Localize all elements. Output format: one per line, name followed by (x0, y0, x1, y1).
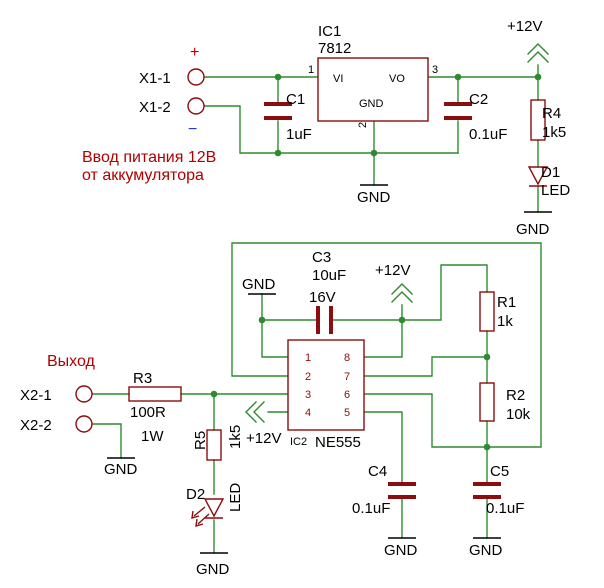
capacitor-c4: C4 0.1uF (352, 463, 416, 517)
resistor-r5: R5 1k5 (192, 425, 244, 461)
power-supply-section: X1-1 X1-2 + − Ввод питания 12В от аккуму… (82, 18, 570, 238)
svg-text:C1: C1 (286, 91, 305, 108)
svg-text:7812: 7812 (318, 40, 351, 57)
svg-text:R4: R4 (542, 105, 561, 122)
capacitor-c5: C5 0.1uF (473, 463, 524, 517)
svg-text:1: 1 (308, 64, 314, 76)
svg-text:1: 1 (305, 352, 311, 364)
svg-text:2: 2 (305, 371, 311, 383)
minus-sign: − (188, 121, 197, 138)
svg-text:R2: R2 (506, 387, 525, 404)
svg-text:IC2: IC2 (290, 436, 307, 448)
connector-x1-1: X1-1 (139, 68, 205, 87)
svg-text:LED: LED (227, 483, 244, 512)
svg-text:+12V: +12V (507, 18, 542, 35)
regulator-ic1: IC1 7812 VI VO GND 1 3 2 (308, 23, 438, 128)
svg-text:IC1: IC1 (318, 23, 341, 40)
gnd-symbol-c5: GND (469, 537, 503, 559)
svg-text:4: 4 (305, 407, 311, 419)
svg-text:0.1uF: 0.1uF (486, 500, 524, 517)
svg-text:GND: GND (359, 98, 384, 110)
svg-text:GND: GND (469, 542, 503, 559)
vcc-12v-symbol-timer-left: +12V (245, 401, 281, 447)
svg-text:X1-1: X1-1 (139, 70, 171, 87)
svg-text:LED: LED (541, 182, 570, 199)
power-input-title-line1: Ввод питания 12В (82, 149, 216, 166)
svg-text:+12V: +12V (246, 430, 281, 447)
svg-text:X1-2: X1-2 (139, 99, 171, 116)
timer-section: Выход X2-1 X2-2 R3 100R 1W R5 1k5 (20, 242, 542, 578)
resistor-r2: R2 10k (479, 382, 531, 423)
svg-text:10k: 10k (506, 406, 531, 423)
svg-text:+12V: +12V (375, 262, 410, 279)
svg-text:R1: R1 (497, 294, 516, 311)
plus-sign: + (190, 44, 199, 61)
svg-text:C4: C4 (368, 463, 387, 480)
vcc-12v-symbol-timer-top: +12V (375, 262, 413, 303)
svg-text:1k5: 1k5 (227, 425, 244, 449)
led-d1: D1 LED (527, 164, 570, 199)
svg-text:0.1uF: 0.1uF (469, 126, 507, 143)
gnd-symbol-output: GND (104, 457, 138, 478)
capacitor-c2: C2 0.1uF (444, 91, 507, 143)
timer-ic2-ne555: 1 2 3 4 8 7 6 5 IC2 NE555 (287, 339, 365, 451)
led-d2: D2 LED (186, 483, 244, 527)
resistor-r1: R1 1k (479, 291, 516, 332)
svg-text:1k5: 1k5 (542, 124, 566, 141)
gnd-symbol-ic1: GND (357, 184, 391, 206)
svg-text:R3: R3 (133, 370, 152, 387)
svg-text:6: 6 (344, 389, 350, 401)
gnd-symbol-d1: GND (516, 211, 552, 238)
svg-text:GND: GND (242, 276, 276, 293)
svg-text:GND: GND (384, 542, 418, 559)
output-title: Выход (47, 353, 96, 370)
svg-text:1uF: 1uF (286, 126, 312, 143)
timer-wires (92, 242, 542, 554)
svg-text:C3: C3 (312, 249, 331, 266)
resistor-r4: R4 1k5 (530, 99, 566, 141)
capacitor-c3: C3 10uF 16V (309, 249, 346, 334)
connector-x1-2: X1-2 (139, 97, 205, 116)
svg-text:10uF: 10uF (312, 267, 346, 284)
svg-text:R5: R5 (192, 431, 209, 450)
svg-text:7: 7 (344, 371, 350, 383)
svg-text:GND: GND (357, 189, 391, 206)
svg-text:D1: D1 (541, 164, 560, 181)
svg-text:GND: GND (104, 461, 138, 478)
svg-text:GND: GND (196, 561, 230, 578)
svg-text:5: 5 (344, 407, 350, 419)
power-input-title-line2: от аккумулятора (82, 167, 204, 184)
svg-text:C2: C2 (469, 91, 488, 108)
svg-text:VI: VI (333, 73, 343, 85)
svg-text:3: 3 (432, 64, 438, 76)
svg-text:0.1uF: 0.1uF (352, 500, 390, 517)
svg-text:GND: GND (516, 221, 550, 238)
svg-text:X2-1: X2-1 (20, 387, 52, 404)
gnd-symbol-d2: GND (196, 552, 230, 578)
svg-text:2: 2 (357, 122, 369, 128)
svg-text:3: 3 (305, 389, 311, 401)
svg-text:1W: 1W (141, 428, 164, 445)
svg-text:1k: 1k (497, 313, 513, 330)
connector-x2-1: X2-1 (20, 385, 93, 404)
svg-text:16V: 16V (309, 289, 336, 306)
resistor-r3: R3 100R 1W (128, 370, 182, 445)
svg-text:X2-2: X2-2 (20, 417, 52, 434)
capacitor-c1: C1 1uF (264, 91, 312, 143)
svg-text:100R: 100R (130, 404, 166, 421)
svg-text:VO: VO (389, 73, 405, 85)
power-wires (204, 64, 542, 213)
svg-text:C5: C5 (490, 463, 509, 480)
svg-text:8: 8 (344, 352, 350, 364)
svg-text:D2: D2 (186, 486, 205, 503)
vcc-12v-symbol-top: +12V (507, 18, 549, 63)
connector-x2-2: X2-2 (20, 415, 93, 434)
gnd-symbol-timer-top: GND (242, 276, 276, 295)
gnd-symbol-c4: GND (384, 537, 418, 559)
svg-text:NE555: NE555 (315, 434, 361, 451)
